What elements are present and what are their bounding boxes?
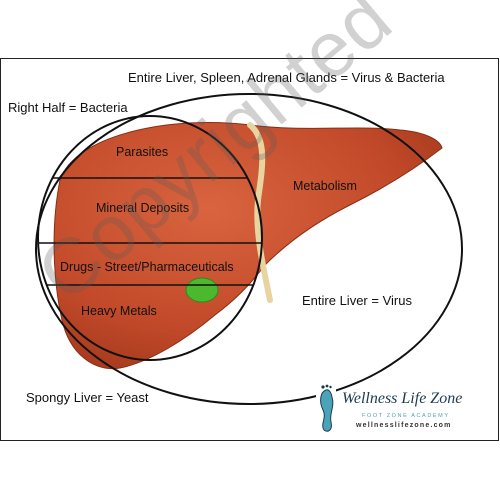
logo-title: Wellness Life Zone bbox=[342, 390, 463, 407]
logo-foot-icon bbox=[316, 384, 336, 432]
liver-shape bbox=[53, 122, 443, 370]
label-spongy-liver: Spongy Liver = Yeast bbox=[26, 390, 149, 405]
wellness-life-zone-logo: Wellness Life Zone FOOT ZONE ACADEMY wel… bbox=[316, 384, 481, 436]
label-entire-liver-virus: Entire Liver = Virus bbox=[302, 293, 412, 308]
gallbladder bbox=[185, 277, 219, 303]
falciform-ligament bbox=[247, 122, 273, 303]
entire-liver-oval bbox=[35, 93, 463, 405]
label-metabolism: Metabolism bbox=[293, 179, 357, 193]
label-heavy-metals: Heavy Metals bbox=[81, 304, 157, 318]
label-entire-liver-spleen: Entire Liver, Spleen, Adrenal Glands = V… bbox=[128, 70, 445, 85]
logo-url: wellnesslifezone.com bbox=[356, 422, 452, 429]
logo-subtitle: FOOT ZONE ACADEMY bbox=[362, 413, 450, 419]
right-half-circle bbox=[37, 115, 263, 361]
label-drugs: Drugs - Street/Pharmaceuticals bbox=[60, 260, 234, 274]
label-parasites: Parasites bbox=[116, 145, 169, 159]
label-mineral-deposits: Mineral Deposits bbox=[96, 201, 190, 215]
label-right-half: Right Half = Bacteria bbox=[8, 100, 128, 115]
